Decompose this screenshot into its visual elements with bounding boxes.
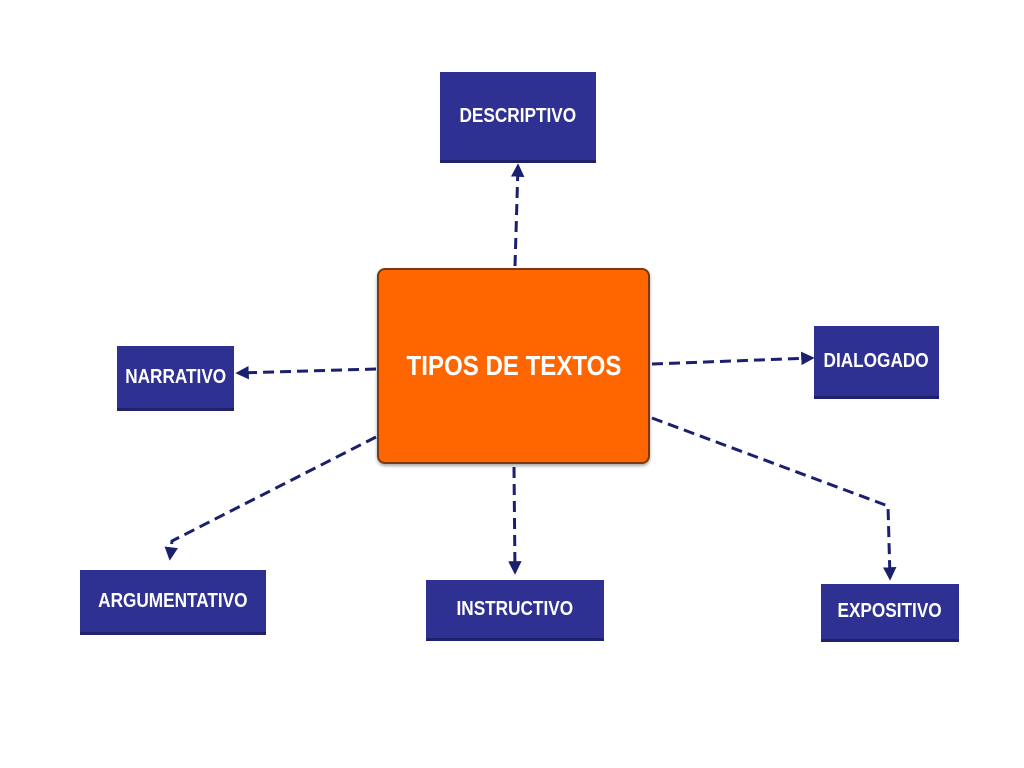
node-expositivo: EXPOSITIVO [821,584,959,639]
node-narrativo-label: NARRATIVO [125,365,226,388]
node-descriptivo: DESCRIPTIVO [440,72,596,160]
node-instructivo-label: INSTRUCTIVO [456,597,574,620]
connector-root-narrativo [235,365,377,380]
connector-root-descriptivo [510,163,525,267]
node-tipos-de-textos-label: TIPOS DE TEXTOS [405,350,621,381]
connector-root-expositivo [651,416,897,581]
node-tipos-de-textos: TIPOS DE TEXTOS [377,268,650,464]
connector-root-instructivo [508,466,522,575]
node-expositivo-label: EXPOSITIVO [837,600,943,622]
node-dialogado-label: DIALOGADO [823,349,930,372]
node-argumentativo-label: ARGUMENTATIVO [98,589,248,612]
connector-root-dialogado [651,351,815,366]
node-argumentativo: ARGUMENTATIVO [80,570,266,632]
node-dialogado: DIALOGADO [814,326,939,396]
node-narrativo: NARRATIVO [117,346,234,408]
connector-root-argumentativo [164,435,377,561]
node-descriptivo-label: DESCRIPTIVO [459,104,577,127]
node-instructivo: INSTRUCTIVO [426,580,604,638]
